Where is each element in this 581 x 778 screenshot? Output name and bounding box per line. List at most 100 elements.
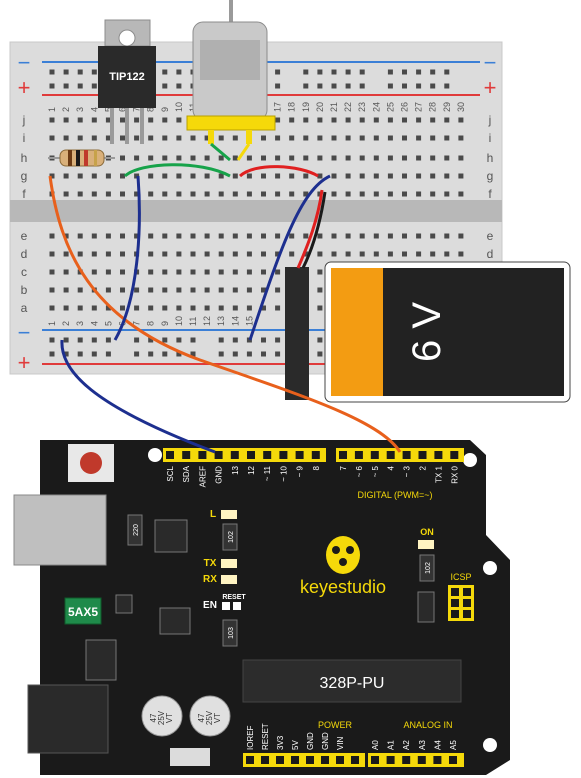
breadboard-hole [120, 173, 125, 179]
breadboard-hole [275, 155, 281, 161]
rail-hole [91, 351, 97, 357]
row-letter: a [21, 301, 28, 315]
header-pin [247, 451, 255, 459]
header-pin-label: 8 [312, 465, 321, 470]
column-number: 8 [146, 107, 156, 112]
breadboard-hole [246, 305, 252, 311]
battery-lead-red [296, 189, 324, 269]
breadboard-hole [49, 287, 55, 293]
breadboard-hole [275, 191, 281, 197]
header-pin [386, 451, 395, 459]
breadboard-hole [134, 305, 140, 311]
header-pin [166, 451, 174, 459]
rail-hole [134, 337, 140, 343]
breadboard-hole [430, 135, 436, 141]
header-pin-label: ~ 10 [279, 465, 288, 481]
breadboard-hole [91, 251, 97, 257]
breadboard-hole [120, 117, 125, 123]
rail-hole [91, 337, 97, 343]
wire-red [238, 165, 319, 178]
column-number: 12 [202, 316, 212, 326]
breadboard-hole [190, 269, 196, 275]
breadboard-hole [345, 251, 351, 257]
breadboard-hole [77, 287, 83, 293]
row-letter: e [21, 229, 28, 243]
breadboard-hole [416, 191, 422, 197]
column-number: 11 [188, 317, 198, 326]
breadboard-hole [317, 173, 323, 179]
breadboard-hole [218, 233, 224, 239]
breadboard-hole [275, 173, 281, 179]
breadboard-hole [162, 287, 168, 293]
breadboard-hole [218, 173, 224, 179]
column-number: 1 [47, 321, 57, 326]
breadboard-hole [246, 191, 252, 197]
breadboard-hole [303, 233, 309, 239]
header-pin-label: TX 1 [434, 465, 443, 482]
header-pin-label: IOREF [246, 725, 255, 750]
fuse-label: 5AX5 [68, 605, 98, 619]
icsp-pin [463, 599, 471, 607]
breadboard-hole [303, 117, 309, 123]
cap-left-2: 25V [157, 710, 166, 725]
header-pin-label: 2 [419, 465, 428, 470]
breadboard-hole [275, 135, 281, 141]
breadboard-hole [275, 233, 281, 239]
breadboard-hole [162, 233, 168, 239]
breadboard-hole [218, 191, 224, 197]
breadboard-hole [261, 191, 266, 197]
column-number: 10 [174, 102, 184, 112]
breadboard-hole [105, 269, 111, 275]
tx-led-label: TX [204, 558, 217, 569]
breadboard-hole [430, 191, 436, 197]
breadboard-hole [444, 117, 450, 123]
breadboard-hole [402, 251, 407, 257]
column-number: 7 [132, 321, 142, 326]
breadboard-hole [444, 233, 450, 239]
breadboard-hole [359, 173, 365, 179]
rail-hole [176, 69, 182, 75]
column-number: 2 [61, 321, 71, 326]
breadboard-hole [162, 191, 168, 197]
breadboard-hole [345, 135, 351, 141]
header-pin [370, 451, 379, 459]
header-pin [182, 451, 191, 459]
breadboard-hole [204, 233, 210, 239]
rail-hole [148, 351, 154, 357]
res-220: 220 [133, 524, 140, 536]
rail-hole [402, 83, 407, 89]
header-pin [295, 451, 304, 459]
header-pin-label: A2 [402, 740, 411, 750]
column-number: 9 [160, 321, 170, 326]
rail-hole [275, 69, 281, 75]
breadboard-hole [91, 269, 97, 275]
power-label: POWER [318, 720, 353, 730]
breadboard-hole [120, 269, 125, 275]
breadboard-hole [63, 233, 69, 239]
breadboard-hole [458, 173, 464, 179]
breadboard-hole [416, 233, 422, 239]
analog-label: ANALOG IN [403, 720, 452, 730]
icsp-label: ICSP [450, 572, 471, 582]
column-number: 7 [132, 107, 142, 112]
rail-hole [345, 83, 351, 89]
breadboard-hole [77, 305, 83, 311]
header-pin [279, 451, 288, 459]
en-label: EN [203, 600, 217, 611]
header-pin-label: 13 [231, 465, 240, 474]
rail-hole [317, 69, 323, 75]
header-pin-label: A5 [449, 740, 458, 750]
breadboard-hole [148, 135, 154, 141]
header-pin-label: ~ 11 [263, 465, 272, 481]
breadboard-hole [134, 233, 140, 239]
breadboard-hole [387, 173, 393, 179]
row-letter: i [489, 131, 492, 145]
rail-hole [77, 351, 83, 357]
breadboard-hole [331, 117, 337, 123]
breadboard-hole [77, 233, 83, 239]
breadboard-hole [162, 135, 168, 141]
breadboard-hole [232, 305, 238, 311]
breadboard-hole [430, 233, 436, 239]
breadboard-hole [218, 135, 224, 141]
breadboard-hole [49, 269, 55, 275]
